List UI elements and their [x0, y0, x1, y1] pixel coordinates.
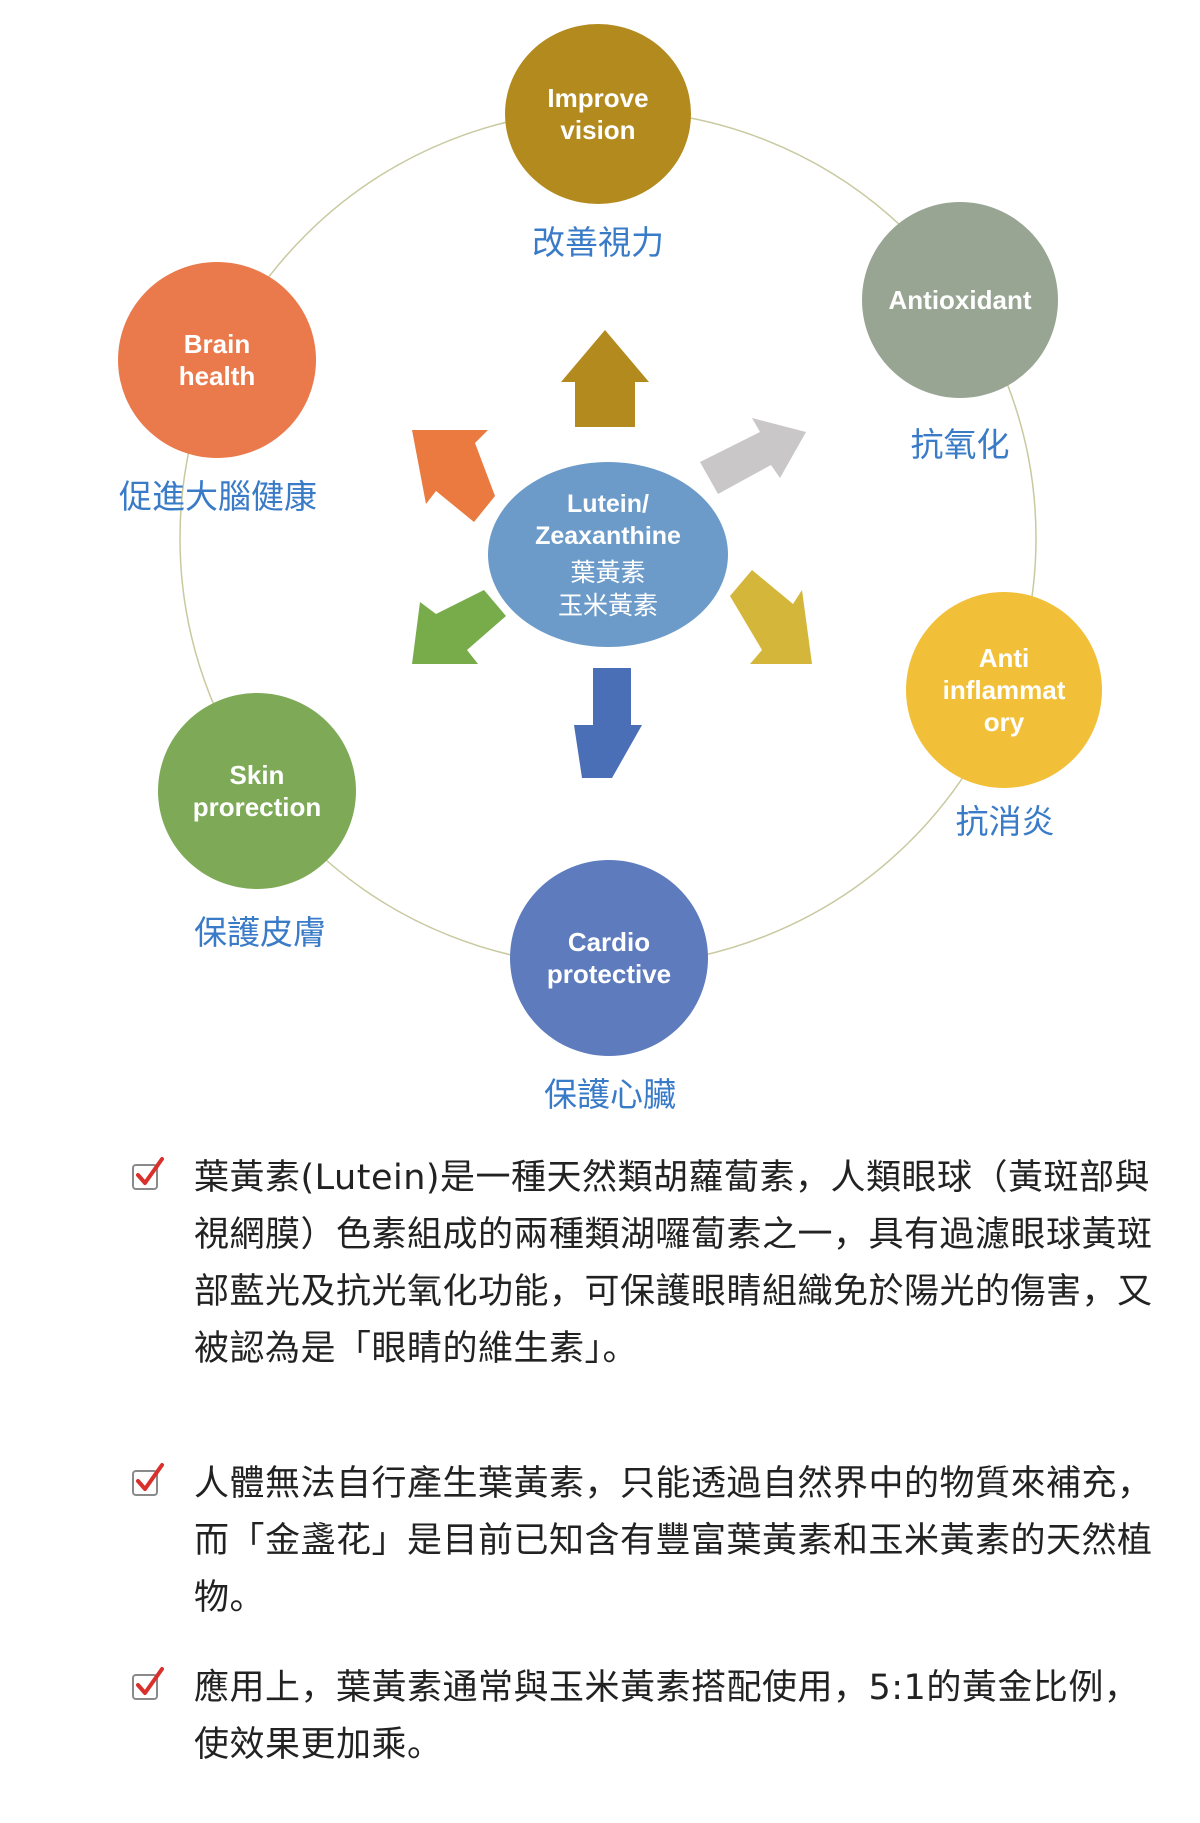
node-cardio-protective: Cardio protective — [510, 860, 708, 1056]
checkbox-checked-icon — [132, 1667, 164, 1700]
arrow-upleft — [412, 430, 495, 522]
node-antioxidant: Antioxidant — [862, 202, 1058, 398]
center-en-label: Lutein/ Zeaxanthine — [535, 489, 681, 550]
arrow-downright — [730, 570, 812, 664]
node-antioxidant-label: Antioxidant — [888, 285, 1032, 315]
center-node-lutein: Lutein/ Zeaxanthine 葉黃素 玉米黃素 — [488, 462, 728, 647]
label-anti-inflammatory-cn: 抗消炎 — [955, 802, 1055, 841]
node-anti-inflammatory: Anti inflammat ory — [906, 592, 1102, 788]
label-antioxidant-cn: 抗氧化 — [910, 425, 1010, 464]
node-brain-health: Brain health — [118, 262, 316, 458]
node-improve-vision-label: Improve vision — [547, 83, 649, 145]
checkbox-checked-icon — [132, 1157, 164, 1190]
node-improve-vision: Improve vision — [505, 24, 691, 204]
label-improve-vision-cn: 改善視力 — [532, 223, 664, 262]
node-anti-inflammatory-label: Anti inflammat ory — [942, 643, 1066, 737]
node-cardio-protective-label: Cardio protective — [546, 927, 672, 989]
bullet-text-2: 人體無法自行產生葉黃素，只能透過自然界中的物質來補充，而「金盞花」是目前已知含有… — [194, 1464, 1153, 1618]
node-brain-health-label: Brain health — [178, 329, 256, 391]
label-skin-protection-cn: 保護皮膚 — [194, 913, 326, 952]
benefits-ring — [179, 109, 1037, 967]
bullet-text-1: 葉黃素(Lutein)是一種天然類胡蘿蔔素，人類眼球（黃斑部與視網膜）色素組成的… — [194, 1158, 1153, 1369]
arrow-downleft — [412, 590, 506, 664]
checkbox-checked-icon — [132, 1463, 164, 1496]
label-brain-health-cn: 促進大腦健康 — [119, 477, 317, 516]
node-skin-protection: Skin prorection — [158, 693, 356, 889]
label-cardio-protective-cn: 保護心臟 — [544, 1075, 676, 1114]
center-cn-label: 葉黃素 玉米黃素 — [557, 557, 658, 620]
bullet-text-3: 應用上，葉黃素通常與玉米黃素搭配使用，5:1的黃金比例，使效果更加乘。 — [194, 1668, 1140, 1765]
benefits-diagram: Lutein/ Zeaxanthine 葉黃素 玉米黃素 Improve vis… — [118, 24, 1102, 1114]
arrow-up — [561, 330, 649, 427]
node-skin-protection-label: Skin prorection — [192, 760, 322, 822]
arrow-upright — [700, 418, 806, 494]
arrow-down — [574, 668, 642, 778]
